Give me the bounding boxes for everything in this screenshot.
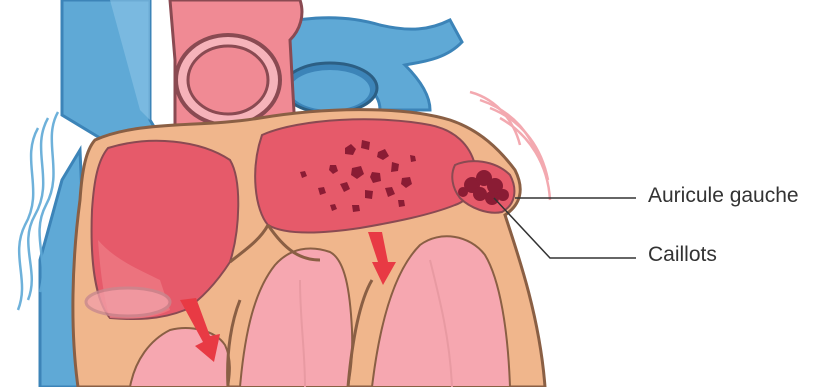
label-clots: Caillots — [648, 243, 717, 267]
aorta — [170, 0, 302, 130]
label-left-atrial-appendage: Auricule gauche — [648, 184, 799, 208]
